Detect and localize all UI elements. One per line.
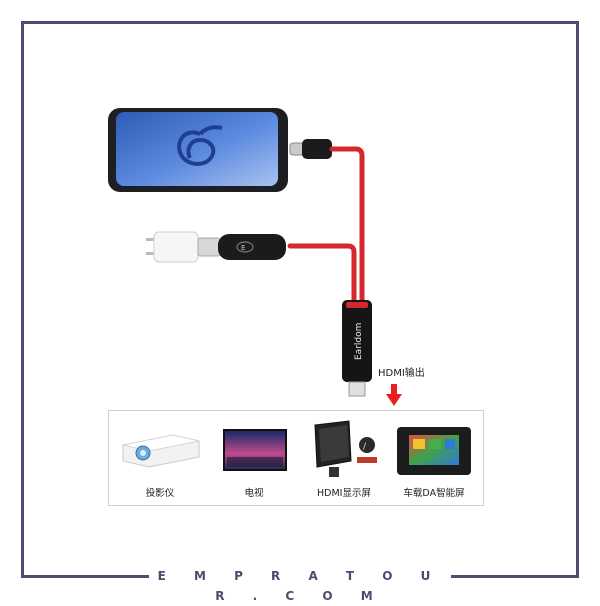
frame-left xyxy=(21,21,24,578)
frame-bottom-right xyxy=(451,575,579,578)
device-car-screen: 车载DA智能屏 xyxy=(387,411,481,507)
cable-logo: Earldom xyxy=(354,323,364,360)
usb-c-connector-icon xyxy=(289,139,332,159)
device-label: 电视 xyxy=(244,488,264,499)
hdmi-monitor-icon: / xyxy=(314,420,377,477)
svg-text:/: / xyxy=(363,442,367,452)
phone-icon xyxy=(108,108,288,192)
red-cable xyxy=(287,146,365,315)
hdmi-output-label: HDMI输出 xyxy=(378,368,425,379)
device-hdmi-monitor: / HDMI显示屏 xyxy=(297,411,391,507)
device-projector: 投影仪 xyxy=(113,411,207,507)
svg-text:E: E xyxy=(241,244,245,252)
arrow-down-icon xyxy=(386,384,402,406)
frame-bottom-left xyxy=(21,575,149,578)
car-screen-icon xyxy=(397,427,471,475)
tv-icon xyxy=(223,429,287,471)
device-panel: 投影仪 电视 / HDMI显示屏 车载DA智能屏 xyxy=(108,410,484,506)
device-tv: 电视 xyxy=(207,411,301,507)
usb-a-connector-icon: E xyxy=(218,234,286,260)
device-label: HDMI显示屏 xyxy=(317,488,371,499)
usb-charger-icon xyxy=(146,231,221,263)
frame-right xyxy=(576,21,579,578)
frame-top xyxy=(21,21,579,24)
device-label: 投影仪 xyxy=(145,488,175,499)
projector-icon xyxy=(122,434,200,468)
device-label: 车载DA智能屏 xyxy=(403,488,465,499)
hdmi-connector-icon: Earldom xyxy=(342,300,372,397)
